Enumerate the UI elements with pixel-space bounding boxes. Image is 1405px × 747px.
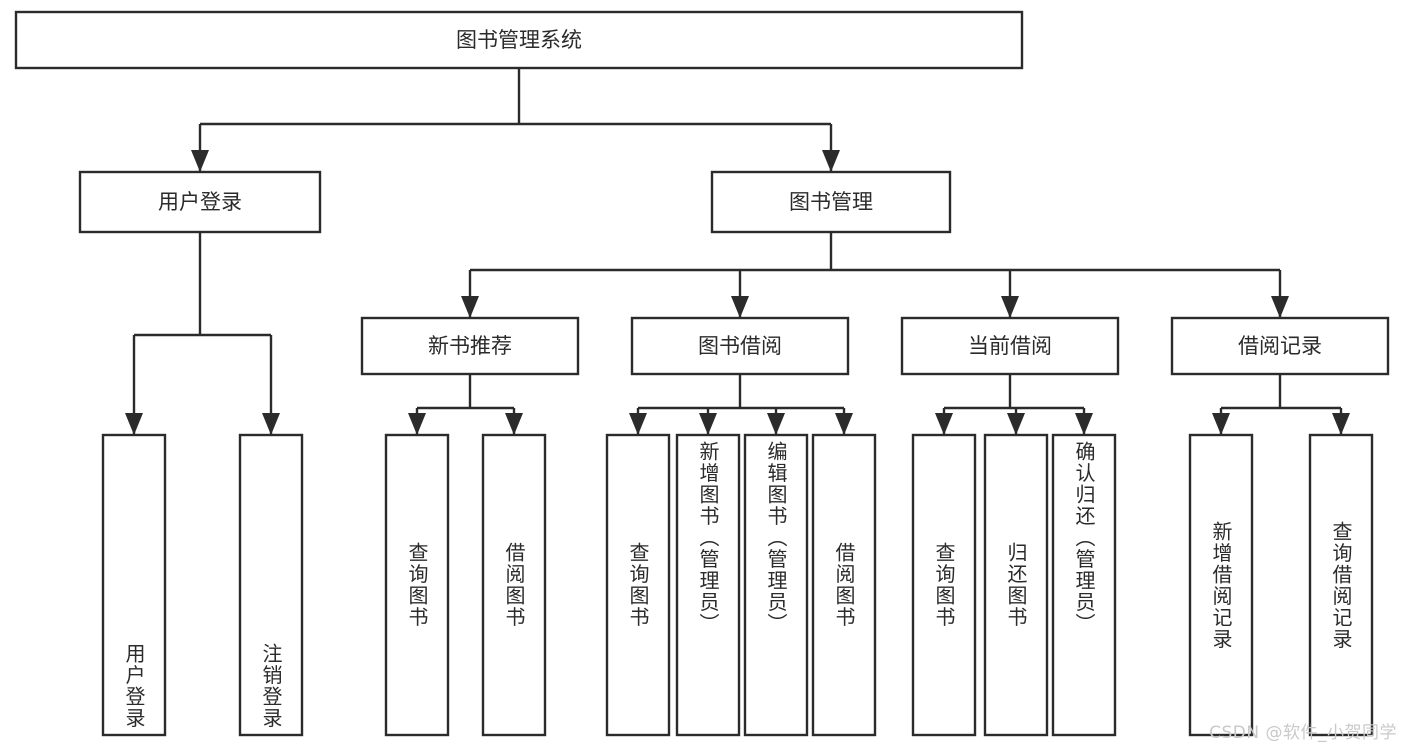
node-new-book-rec-label: 新书推荐 xyxy=(428,334,512,358)
node-book-manage[interactable]: 图书管理 xyxy=(710,170,952,234)
node-book-manage-label: 图书管理 xyxy=(789,190,873,214)
leaf-leaf-query-book-1[interactable] xyxy=(384,433,450,737)
leaf-leaf-query-record[interactable] xyxy=(1308,433,1374,737)
arrow-down-icon-borrow-record xyxy=(1271,296,1289,318)
connectors-layer xyxy=(125,68,1350,435)
node-root-root[interactable]: 图书管理系统 xyxy=(14,10,1024,70)
arrow-down-icon-leaf-user-login xyxy=(125,413,143,435)
leaf-leaf-query-record-rect xyxy=(1308,433,1374,737)
node-borrow-record[interactable]: 借阅记录 xyxy=(1170,316,1390,376)
leaf-leaf-return-book-rect xyxy=(983,433,1049,737)
leaf-leaf-borrow-book-2[interactable] xyxy=(811,433,877,737)
leaf-leaf-query-book-3[interactable] xyxy=(911,433,977,737)
leaf-leaf-edit-book[interactable] xyxy=(743,433,809,737)
leaf-leaf-return-book[interactable] xyxy=(983,433,1049,737)
leaf-leaf-user-login-rect xyxy=(101,433,167,737)
leaf-leaf-borrow-book-1[interactable] xyxy=(481,433,547,737)
node-book-borrow[interactable]: 图书借阅 xyxy=(630,316,850,376)
leaf-leaf-query-book-2-rect xyxy=(605,433,671,737)
node-user-login-rect xyxy=(78,170,322,234)
arrow-down-icon-user-login xyxy=(191,150,209,172)
watermark-text: CSDN @软件_小贺同学 xyxy=(1209,723,1397,743)
leaf-leaf-confirm-return-rect xyxy=(1051,433,1117,737)
arrow-down-icon-leaf-query-record xyxy=(1332,413,1350,435)
arrow-down-icon-leaf-confirm-return xyxy=(1075,413,1093,435)
node-new-book-rec[interactable]: 新书推荐 xyxy=(360,316,580,376)
node-current-borrow[interactable]: 当前借阅 xyxy=(900,316,1120,376)
node-user-login[interactable]: 用户登录 xyxy=(78,170,322,234)
arrow-down-icon-leaf-query-book-3 xyxy=(935,413,953,435)
node-borrow-record-rect xyxy=(1170,316,1390,376)
leaf-leaf-logout-rect xyxy=(238,433,304,737)
arrow-down-icon-leaf-add-record xyxy=(1212,413,1230,435)
node-book-borrow-label: 图书借阅 xyxy=(698,334,782,358)
node-current-borrow-label: 当前借阅 xyxy=(968,334,1052,358)
arrow-down-icon-leaf-borrow-book-2 xyxy=(835,413,853,435)
leaf-leaf-add-record[interactable] xyxy=(1188,433,1254,737)
arrow-down-icon-book-manage xyxy=(822,150,840,172)
arrow-down-icon-leaf-return-book xyxy=(1007,413,1025,435)
node-root-root-rect xyxy=(14,10,1024,70)
leaf-leaf-add-record-rect xyxy=(1188,433,1254,737)
leaf-leaf-borrow-book-1-rect xyxy=(481,433,547,737)
arrow-down-icon-current-borrow xyxy=(1001,296,1019,318)
arrow-down-icon-leaf-edit-book xyxy=(767,413,785,435)
arrow-down-icon-leaf-query-book-2 xyxy=(629,413,647,435)
node-borrow-record-label: 借阅记录 xyxy=(1238,334,1322,358)
leaf-leaf-add-book[interactable] xyxy=(675,433,741,737)
leaf-leaf-query-book-1-rect xyxy=(384,433,450,737)
leaf-leaf-borrow-book-2-rect xyxy=(811,433,877,737)
leaf-leaf-logout[interactable] xyxy=(238,433,304,737)
node-book-borrow-rect xyxy=(630,316,850,376)
leaf-leaf-add-book-rect xyxy=(675,433,741,737)
node-new-book-rec-rect xyxy=(360,316,580,376)
node-root-root-label: 图书管理系统 xyxy=(456,28,582,52)
leaf-leaf-confirm-return[interactable] xyxy=(1051,433,1117,737)
node-user-login-label: 用户登录 xyxy=(158,190,242,214)
node-current-borrow-rect xyxy=(900,316,1120,376)
leaf-leaf-query-book-3-rect xyxy=(911,433,977,737)
arrow-down-icon-new-book-rec xyxy=(461,296,479,318)
arrow-down-icon-leaf-add-book xyxy=(699,413,717,435)
arrow-down-icon-leaf-borrow-book-1 xyxy=(505,413,523,435)
arrow-down-icon-book-borrow xyxy=(731,296,749,318)
leaf-leaf-edit-book-rect xyxy=(743,433,809,737)
leaf-leaf-query-book-2[interactable] xyxy=(605,433,671,737)
leaf-leaf-user-login[interactable] xyxy=(101,433,167,737)
node-book-manage-rect xyxy=(710,170,952,234)
arrow-down-icon-leaf-logout xyxy=(262,413,280,435)
arrow-down-icon-leaf-query-book-1 xyxy=(408,413,426,435)
